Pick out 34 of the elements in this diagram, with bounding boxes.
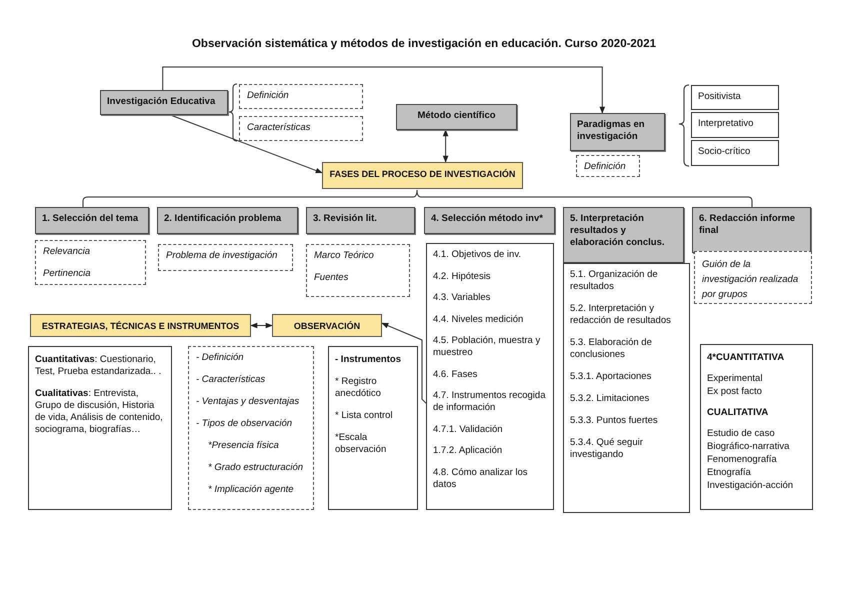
content-box: Positivista: [691, 85, 779, 110]
dashed-note-box: Relevancia Pertinencia: [35, 240, 146, 285]
phase-box: Investigación Educativa: [100, 90, 228, 115]
content-box: 4.1. Objetivos de inv. 4.2. Hipótesis 4.3. Variables 4.4. Niveles medición 4.5. Población, muestra y muestreo 4.6. Fases 4.7. Instrumentos recogida de información 4.7.1. Validación 1.7.2. Aplicación 4.8. Cómo analizar los datos: [426, 243, 554, 510]
arrow: [381, 322, 426, 404]
phase-box: 2. Identificación problema: [157, 207, 298, 234]
dashed-note-box: Definición: [239, 84, 363, 109]
highlight-box: FASES DEL PROCESO DE INVESTIGACIÓN: [322, 162, 523, 189]
arrow: [170, 114, 323, 174]
dashed-note-box: Guión de la investigación realizada por grupos: [694, 251, 812, 304]
content-box: 4*CUANTITATIVA Experimental Ex post facto CUALITATIVA Estudio de caso Biográfico-narrativa Fenomenografía Etnografía Investigación-acción: [700, 344, 813, 510]
phase-box: Método científico: [396, 104, 517, 130]
dashed-note-box: - Definición - Características - Ventajas y desventajas - Tipos de observación *Presencia física * Grado estructuración * Implicación agente: [188, 346, 314, 510]
phase-box: 1. Selección del tema: [35, 207, 149, 234]
dashed-note-box: Definición: [576, 155, 640, 177]
phase-box: 4. Selección método inv*: [424, 207, 555, 234]
phase-box: Paradigmas en investigación: [570, 113, 665, 151]
diagram-title: Observación sistemática y métodos de investigación en educación. Curso 2020-2021: [190, 38, 657, 50]
content-box: 5.1. Organización de resultados 5.2. Interpretación y redacción de resultados 5.3. Elaboración de conclusiones 5.3.1. Aportaciones 5.3.2. Limitaciones 5.3.3. Puntos fuertes 5.3.4. Qué seguir investigando: [563, 263, 690, 513]
content-box: Cuantitativas: Cuestionario, Test, Prueba estandarizada.. . Cualitativas: Entrevista, Grupo de discusión, Historia de vida, Análisis de contenido, sociograma, biografías…: [28, 346, 172, 510]
phase-box: 6. Redacción informe final: [692, 207, 811, 253]
dashed-note-box: Características: [239, 116, 363, 141]
arrow: [162, 66, 606, 114]
highlight-box: OBSERVACIÓN: [272, 314, 382, 337]
dashed-note-box: Problema de investigación: [158, 244, 293, 271]
content-box: Interpretativo: [691, 112, 779, 138]
content-box: - Instrumentos * Registro anecdótico * Lista control *Escala observación: [328, 346, 418, 510]
phase-box: 5. Interpretación resultados y elaboración conclus.: [563, 207, 684, 263]
highlight-box: ESTRATEGIAS, TÉCNICAS E INSTRUMENTOS: [30, 314, 251, 337]
arrow: [442, 129, 448, 163]
content-box: Socio-crítico: [691, 140, 779, 166]
dashed-note-box: Marco Teórico Fuentes: [306, 244, 410, 297]
phase-box: 3. Revisión lit.: [306, 207, 415, 234]
arrow: [250, 322, 273, 328]
